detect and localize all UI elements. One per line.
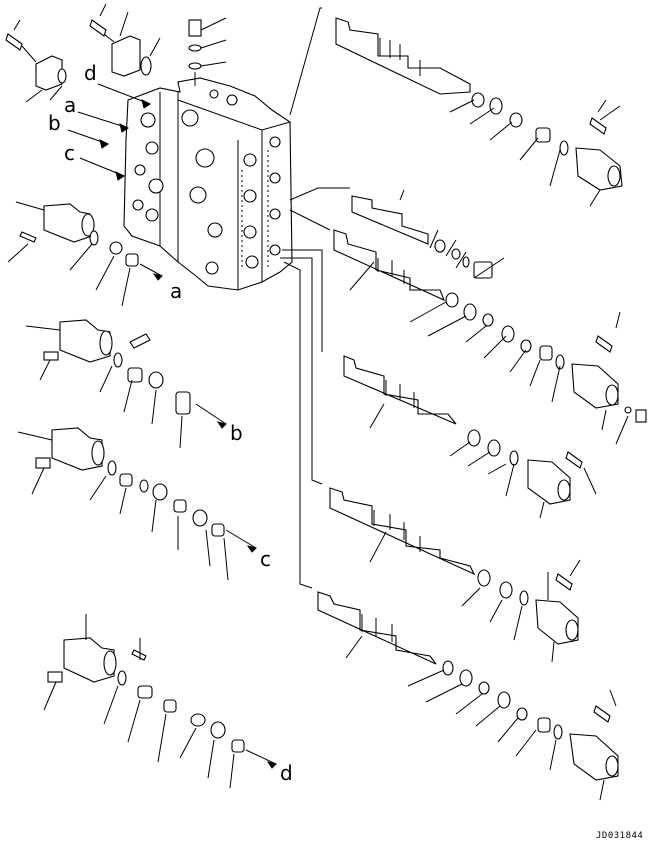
left-assembly-b <box>25 319 227 449</box>
callout-b-bottom: b <box>230 421 243 445</box>
spool-4 <box>282 249 597 519</box>
spool-2 <box>289 187 505 279</box>
callout-b-top: b <box>48 111 61 135</box>
left-assembly-a <box>7 201 163 307</box>
callout-a-bottom: a <box>170 279 182 303</box>
top-plug <box>188 17 227 86</box>
left-assembly-d <box>43 614 277 789</box>
drawing-code: JD031844 <box>596 831 643 841</box>
callout-d-bottom: d <box>280 761 293 785</box>
callout-d-top: d <box>84 61 97 85</box>
spool-3 <box>289 209 647 445</box>
top-left-flanges <box>5 3 161 103</box>
spool-1 <box>289 7 623 207</box>
valve-body <box>123 77 293 291</box>
left-assembly-c <box>17 427 257 581</box>
spool-5 <box>280 257 581 663</box>
callout-a-top: a <box>64 93 76 117</box>
callout-c-top: c <box>64 141 75 165</box>
spool-6 <box>283 261 619 801</box>
callout-c-bottom: c <box>260 547 271 571</box>
callout-arrows <box>67 83 151 181</box>
